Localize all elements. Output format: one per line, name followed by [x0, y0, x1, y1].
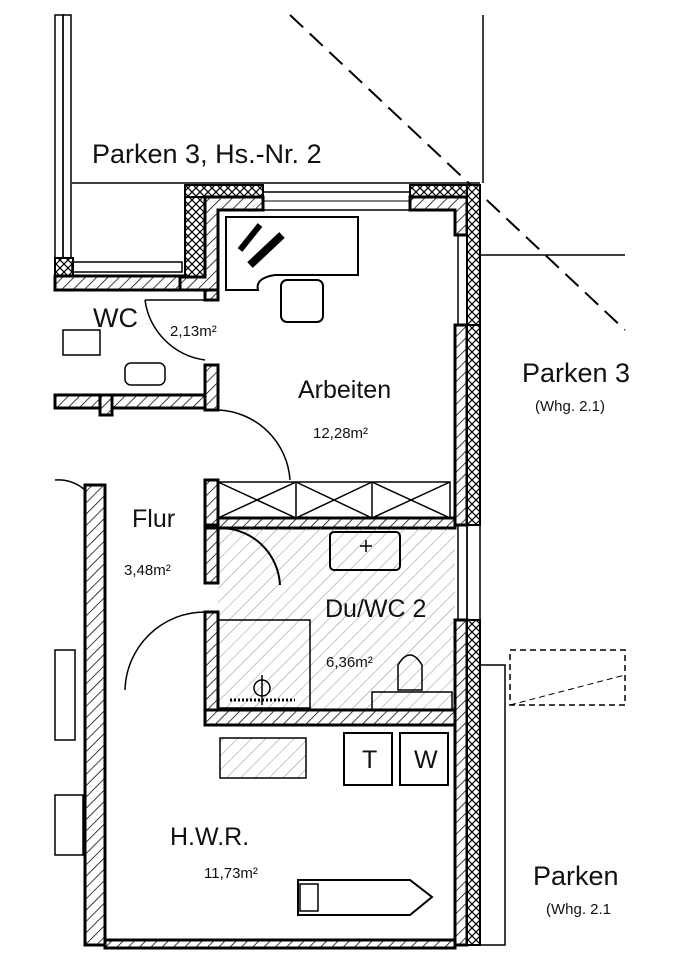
room-name-flur: Flur	[132, 505, 175, 533]
furniture	[54, 216, 626, 916]
wc-sink	[124, 362, 166, 386]
desk	[225, 216, 359, 291]
room-name-du-wc: Du/WC 2	[325, 595, 426, 623]
room-name-arbeiten: Arbeiten	[298, 376, 391, 404]
balcony	[509, 649, 626, 706]
ironing-board	[297, 879, 434, 916]
room-area-du-wc: 6,36m²	[326, 654, 373, 671]
wc-walls	[53, 288, 220, 417]
neighbor-unit-1: (Whg. 2.1)	[535, 398, 605, 415]
top-walls	[178, 184, 481, 326]
left-window-wall	[53, 14, 207, 292]
doors	[54, 299, 291, 691]
neighbor-name-2: Parken	[533, 861, 619, 891]
room-name-hwr: H.W.R.	[170, 823, 249, 851]
shower	[217, 619, 311, 709]
room-area-wc: 2,13m²	[170, 323, 217, 340]
radiator	[219, 737, 307, 779]
partitions	[83, 478, 457, 950]
room-area-flur: 3,48m²	[124, 562, 171, 579]
room-area-arbeiten: 12,28m²	[313, 425, 368, 442]
chair	[280, 279, 324, 323]
dryer	[343, 732, 393, 786]
site-lines	[72, 14, 626, 331]
neighbor-unit-2: (Whg. 2.1	[546, 901, 611, 918]
bath-sink	[329, 531, 401, 571]
dryer-label: T	[362, 746, 377, 774]
washer-label: W	[414, 746, 438, 774]
toilet	[397, 654, 423, 691]
neighbor-name-1: Parken 3	[522, 358, 630, 388]
wc-toilet	[62, 329, 101, 356]
washer	[399, 732, 449, 786]
room-area-hwr: 11,73m²	[204, 865, 258, 882]
street-label: Parken 3, Hs.-Nr. 2	[92, 139, 322, 169]
right-wall	[453, 323, 506, 947]
room-name-wc: WC	[93, 303, 138, 333]
